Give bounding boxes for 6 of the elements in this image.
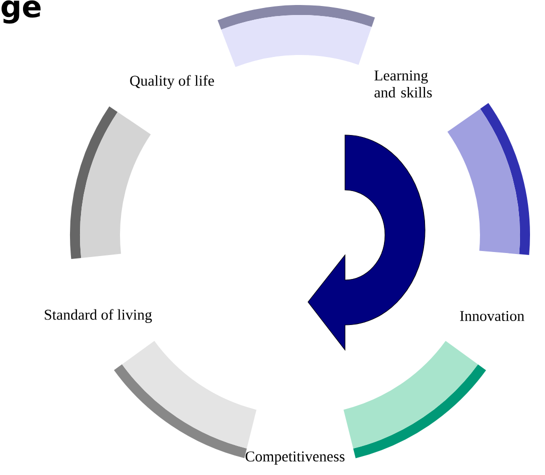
title: ge	[2, 0, 41, 24]
stage-label: Quality of life	[130, 75, 214, 89]
stage-label: Standard of living	[44, 309, 152, 323]
stage-label: Innovation	[460, 310, 524, 322]
stage-label: Learning and skills	[374, 70, 432, 98]
stage-label: Competitiveness	[246, 451, 344, 465]
